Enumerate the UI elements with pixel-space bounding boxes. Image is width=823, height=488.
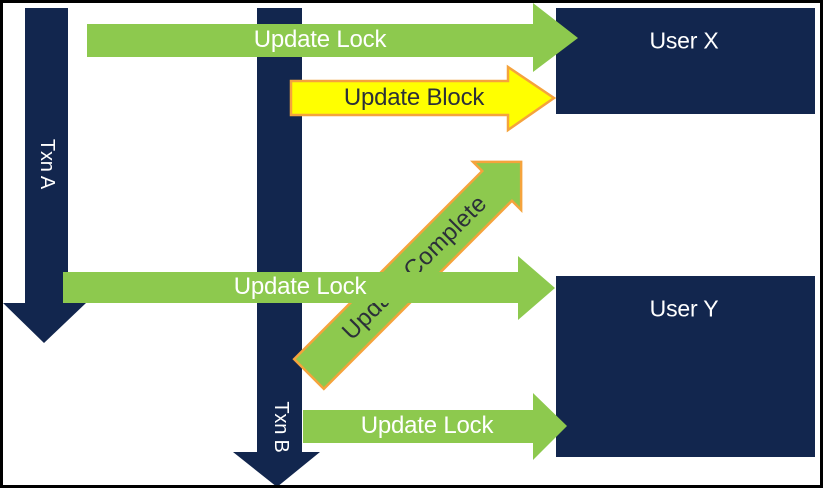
txn-b-lane-arrow [233, 8, 320, 487]
user-y-label: User Y [649, 295, 719, 322]
txn-a-lane-arrow [3, 8, 86, 343]
update-block-label: Update Block [343, 84, 485, 111]
update-block-arrow [289, 64, 557, 133]
update-lock-mid-arrow [63, 256, 555, 320]
user-x-label: User X [649, 27, 719, 54]
update-lock-bottom-label: Update Lock [360, 412, 494, 439]
update-lock-top-arrow [87, 3, 578, 72]
txn-b-label: Txn B [270, 401, 292, 453]
update-lock-top-label: Update Lock [253, 26, 387, 53]
user-x-box [556, 8, 815, 114]
update-lock-mid-label: Update Lock [233, 273, 367, 300]
txn-a-label: Txn A [36, 138, 58, 190]
user-y-box [556, 276, 815, 457]
update-lock-bottom-arrow [303, 393, 567, 460]
